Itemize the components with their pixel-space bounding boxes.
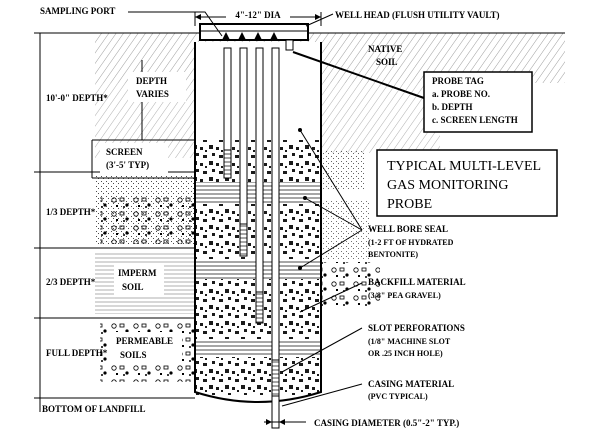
screen-label-1: SCREEN (106, 147, 143, 157)
imperm-label-1: IMPERM (118, 268, 157, 278)
imperm-soil-box: IMPERM SOIL (114, 264, 164, 296)
bottom-landfill-label: BOTTOM OF LANDFILL (42, 404, 146, 414)
diameter-dimension: 4"-12" DIA (194, 8, 322, 26)
well-bore-seal-label-1: WELL BORE SEAL (368, 224, 448, 234)
casing-diameter-dimension (264, 419, 306, 425)
backfill-zone-4 (195, 357, 321, 395)
sampling-port-leader (128, 11, 223, 37)
well-bore-seal-label-3: BENTONITE) (368, 250, 418, 259)
slot-perforations-label-1: SLOT PERFORATIONS (368, 323, 465, 333)
permeable-label-2: SOILS (120, 350, 147, 360)
slot-perforations-label-3: OR .25 INCH HOLE) (368, 349, 443, 358)
depth-varies-label-1: DEPTH (136, 76, 167, 86)
slot-perforations (271, 359, 280, 397)
backfill-label-1: BACKFILL MATERIAL (368, 277, 466, 287)
bentonite-seal-3 (195, 339, 321, 357)
probe-tag-leader (292, 51, 425, 99)
slot-perforations-label-2: (1/8" MACHINE SLOT (368, 337, 451, 346)
sampling-port-label: SAMPLING PORT (40, 6, 115, 16)
backfill-label-2: (3/8" PEA GRAVEL) (368, 291, 441, 300)
probe-tag-b: b. DEPTH (432, 102, 473, 112)
well-head-leader (305, 13, 334, 27)
imperm-label-2: SOIL (122, 282, 144, 292)
depth-10ft-label: 10'-0" DEPTH* (46, 93, 108, 103)
depth-varies-label-2: VARIES (136, 89, 169, 99)
well-bore-seal-leaders (298, 128, 363, 270)
probe-tag-c: c. SCREEN LENGTH (432, 115, 518, 125)
native-soil-label-1: NATIVE (368, 44, 402, 54)
well-bore-seal-label-2: (1-2 FT OF HYDRATED (368, 238, 454, 247)
title-line-3: PROBE (387, 197, 432, 212)
probe-tag-a: a. PROBE NO. (432, 89, 490, 99)
casing-material-label-1: CASING MATERIAL (368, 379, 454, 389)
well-head-vault (199, 23, 309, 41)
permeable-soils-box: PERMEABLE SOILS (110, 332, 182, 364)
diameter-label: 4"-12" DIA (235, 10, 281, 20)
casing-material-leader (281, 383, 363, 407)
full-depth-label: FULL DEPTH* (46, 348, 108, 358)
backfill-leader (299, 282, 363, 313)
casing-diameter-label: CASING DIAMETER (0.5"-2" TYP.) (314, 418, 459, 428)
probe-casings (223, 47, 280, 429)
permeable-label-1: PERMEABLE (116, 336, 173, 346)
title-box: TYPICAL MULTI-LEVEL GAS MONITORING PROBE (376, 149, 558, 217)
depth-varies-box: DEPTH VARIES (128, 72, 186, 102)
screen-label-2: (3'-5' TYP) (106, 160, 149, 170)
title-line-1: TYPICAL MULTI-LEVEL (387, 159, 541, 174)
sampling-ports (222, 32, 294, 51)
screen-label-box: SCREEN (3'-5' TYP) (100, 143, 168, 173)
slot-perforations-leader (281, 327, 363, 373)
casing-material-label-2: (PVC TYPICAL) (368, 392, 428, 401)
probe-tag: PROBE TAG a. PROBE NO. b. DEPTH c. SCREE… (423, 71, 533, 133)
two-third-depth-label: 2/3 DEPTH* (46, 277, 96, 287)
probe-tag-heading: PROBE TAG (432, 76, 484, 86)
native-soil-label-2: SOIL (376, 57, 398, 67)
well-head-label: WELL HEAD (FLUSH UTILITY VAULT) (335, 10, 500, 20)
third-depth-label: 1/3 DEPTH* (46, 207, 96, 217)
title-line-2: GAS MONITORING (387, 178, 508, 193)
depth-markers (34, 32, 195, 412)
